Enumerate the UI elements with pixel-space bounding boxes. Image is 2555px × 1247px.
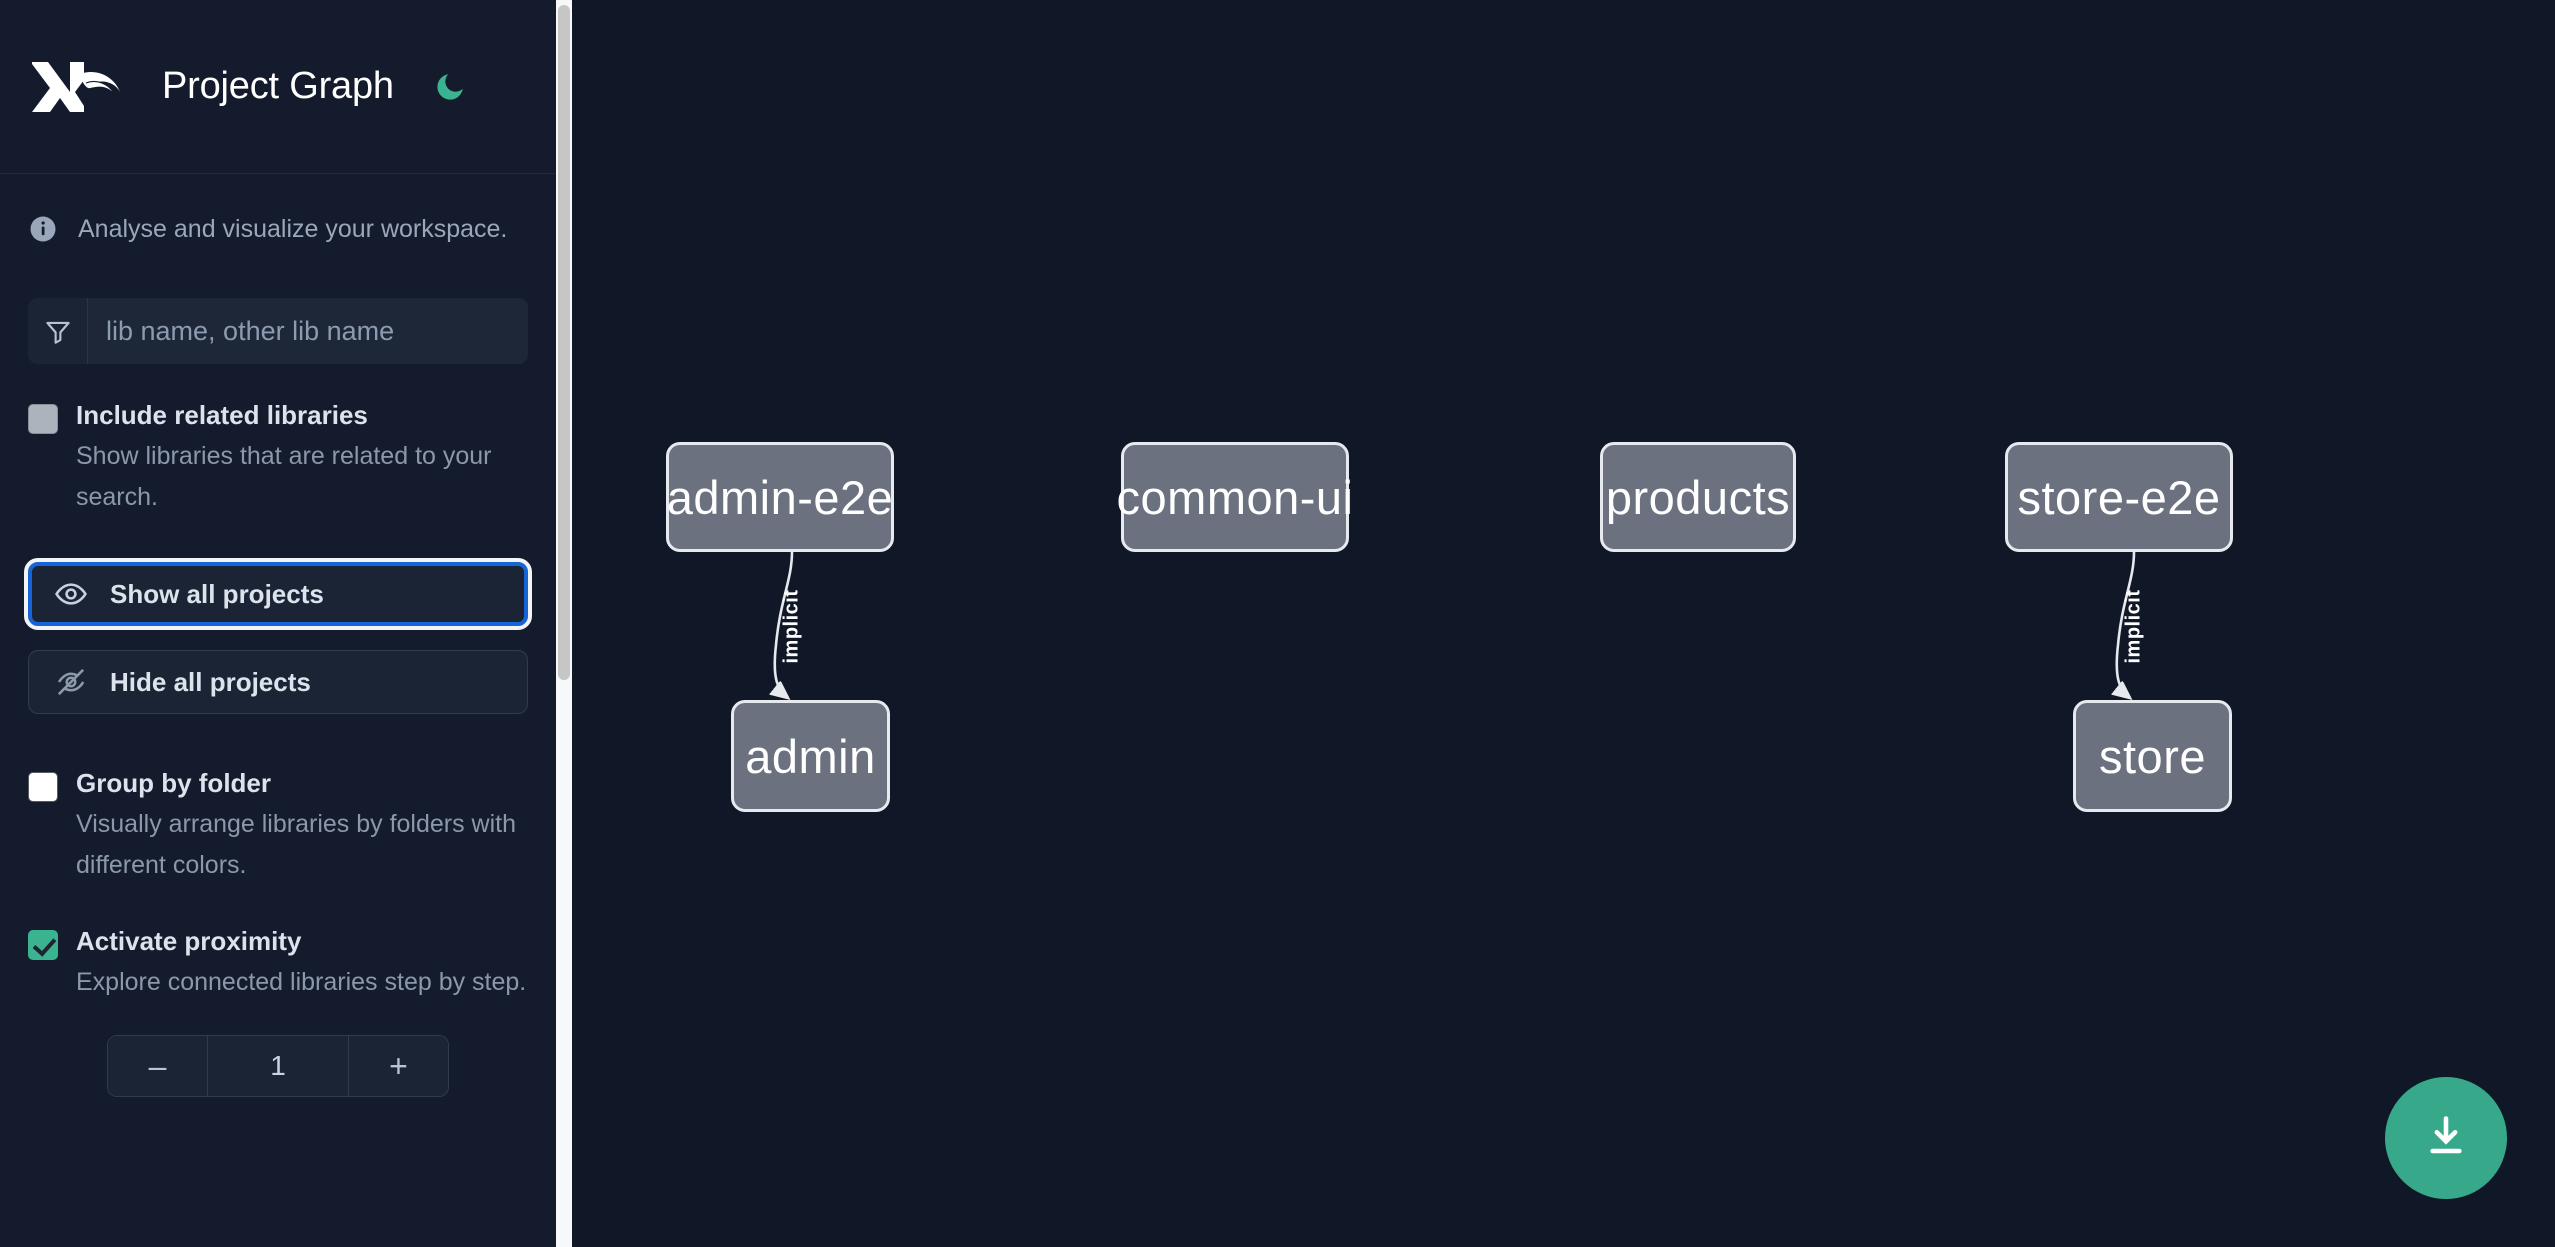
sidebar-content: Project Graph Analyse and visualize your… [0, 0, 556, 1097]
filter-row [28, 298, 528, 364]
page-title: Project Graph [162, 65, 394, 107]
option-title: Include related libraries [76, 400, 368, 430]
option-include-related-libraries[interactable]: Include related libraries Show libraries… [0, 398, 556, 518]
graph-canvas[interactable]: admin-e2e common-ui products store-e2e a… [556, 0, 2555, 1247]
option-title: Activate proximity [76, 926, 302, 956]
proximity-value[interactable]: 1 [208, 1036, 348, 1096]
edge-label-admin-implicit: implicit [780, 589, 803, 664]
hide-all-projects-label: Hide all projects [110, 666, 311, 697]
show-all-projects-label: Show all projects [110, 578, 324, 609]
option-description: Explore connected libraries step by step… [76, 968, 527, 996]
download-graph-button[interactable] [2385, 1077, 2507, 1199]
proximity-increment-button[interactable]: + [348, 1036, 448, 1096]
option-activate-proximity[interactable]: Activate proximity Explore connected lib… [0, 924, 556, 1003]
group-by-folder-checkbox[interactable] [28, 772, 58, 802]
graph-node-store-e2e[interactable]: store-e2e [2005, 442, 2233, 552]
graph-node-products[interactable]: products [1600, 442, 1796, 552]
nx-logo-icon [28, 56, 126, 118]
download-icon [2421, 1111, 2471, 1166]
sidebar-scrollbar-thumb[interactable] [558, 5, 570, 680]
show-all-projects-button[interactable]: Show all projects [24, 558, 532, 630]
moon-icon[interactable] [428, 65, 472, 109]
filter-funnel-icon[interactable] [28, 298, 88, 364]
activate-proximity-checkbox[interactable] [28, 930, 58, 960]
option-group-by-folder[interactable]: Group by folder Visually arrange librari… [0, 766, 556, 886]
eye-icon [54, 577, 88, 611]
graph-node-common-ui[interactable]: common-ui [1117, 442, 1353, 552]
option-body: Include related libraries Show libraries… [76, 398, 528, 518]
edge-label-store-implicit: implicit [2122, 589, 2145, 664]
graph-edges [556, 551, 2136, 1247]
workspace-blurb: Analyse and visualize your workspace. [0, 174, 556, 284]
option-body: Activate proximity Explore connected lib… [76, 924, 528, 1003]
workspace-blurb-text: Analyse and visualize your workspace. [78, 214, 508, 243]
option-description: Visually arrange libraries by folders wi… [76, 810, 517, 879]
graph-node-store[interactable]: store [2073, 700, 2232, 812]
proximity-decrement-button[interactable]: – [108, 1036, 208, 1096]
graph-node-admin-e2e[interactable]: admin-e2e [666, 442, 894, 552]
info-icon [28, 214, 58, 244]
proximity-stepper: – 1 + [107, 1035, 449, 1097]
include-related-libraries-checkbox[interactable] [28, 404, 58, 434]
option-description: Show libraries that are related to your … [76, 442, 492, 511]
option-title: Group by folder [76, 768, 271, 798]
sidebar: Project Graph Analyse and visualize your… [0, 0, 556, 1247]
option-body: Group by folder Visually arrange librari… [76, 766, 528, 886]
graph-node-admin[interactable]: admin [731, 700, 890, 812]
sidebar-header: Project Graph [0, 0, 556, 174]
hide-all-projects-button[interactable]: Hide all projects [28, 650, 528, 714]
search-input[interactable] [88, 298, 528, 364]
eye-off-icon [54, 665, 88, 699]
